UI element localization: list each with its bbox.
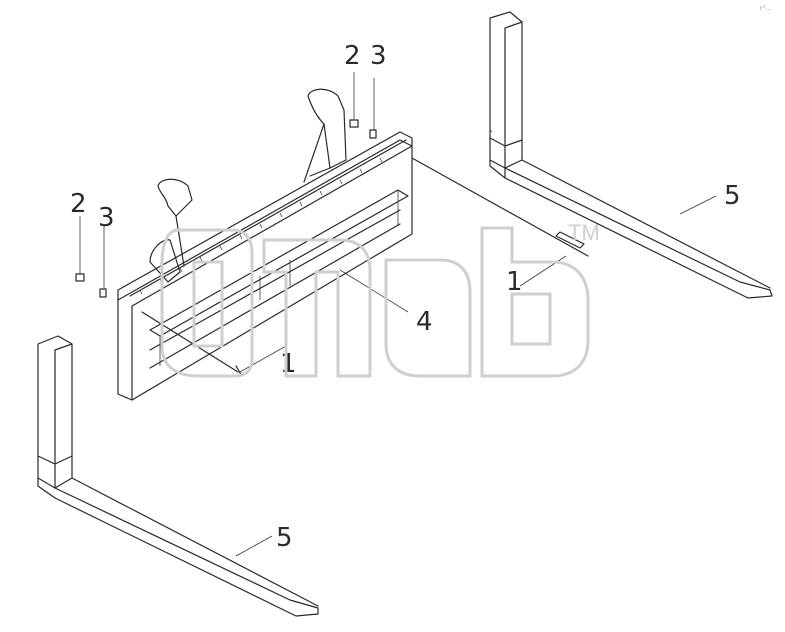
nut-washer-top — [349, 72, 377, 139]
callout-3-left: 3 — [98, 203, 115, 233]
fork-right — [489, 11, 773, 299]
callout-1-left: 1 — [280, 349, 297, 379]
callout-4: 4 — [416, 307, 433, 337]
corner-mark: r°... — [760, 5, 771, 12]
callout-5-right: 5 — [724, 181, 741, 211]
trademark-mark: TM — [568, 220, 600, 245]
fork-left — [37, 335, 319, 617]
bolt-right — [411, 157, 589, 257]
callout-2-top: 2 — [344, 41, 361, 71]
nut-washer-left — [75, 216, 107, 298]
callout-5-bottom: 5 — [276, 523, 293, 553]
callout-1-right: 1 — [506, 267, 523, 297]
callout-2-left: 2 — [70, 189, 87, 219]
watermark-logo: TM — [160, 220, 600, 378]
callout-3-top: 3 — [370, 41, 387, 71]
